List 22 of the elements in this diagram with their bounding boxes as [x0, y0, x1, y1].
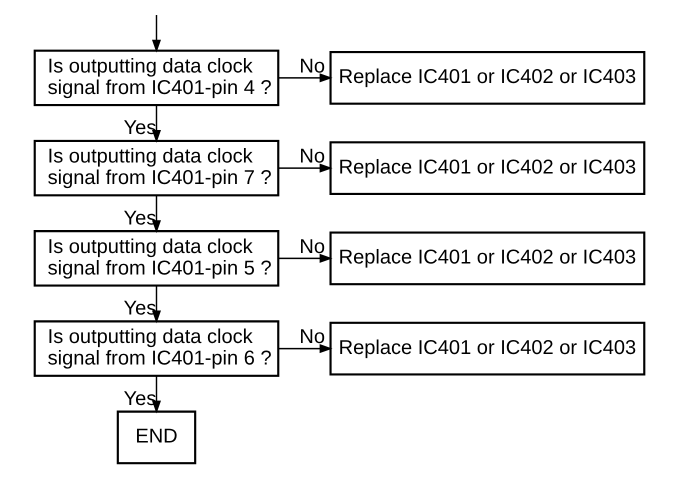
arrow [278, 344, 332, 354]
node-box: Replace IC401 or IC402 or IC403 [328, 322, 645, 376]
edge-label: No [298, 236, 325, 258]
node-box: Is outputting data clock signal from IC401-pin 5 ? [33, 230, 279, 287]
node-box: Replace IC401 or IC402 or IC403 [328, 141, 645, 195]
edge-label: No [298, 55, 325, 78]
arrow [151, 15, 161, 53]
edge-label: Yes [123, 207, 156, 230]
node-box: Is outputting data clock signal from IC401-pin 7 ? [33, 140, 279, 196]
edge-label: No [298, 146, 325, 168]
arrow [278, 254, 332, 263]
edge-label: Yes [123, 298, 156, 320]
node-box: Replace IC401 or IC402 or IC403 [328, 232, 645, 286]
node-box: END [116, 410, 196, 464]
edge-label: Yes [123, 117, 156, 140]
arrow [278, 73, 332, 82]
node-box: Is outputting data clock signal from IC401-pin 6 ? [33, 320, 279, 377]
node-box: Replace IC401 or IC402 or IC403 [328, 51, 645, 105]
edge-label: No [298, 326, 325, 348]
node-box: Is outputting data clock signal from IC401-pin 4 ? [33, 50, 279, 106]
edge-label: Yes [123, 388, 156, 410]
arrow [278, 164, 332, 173]
